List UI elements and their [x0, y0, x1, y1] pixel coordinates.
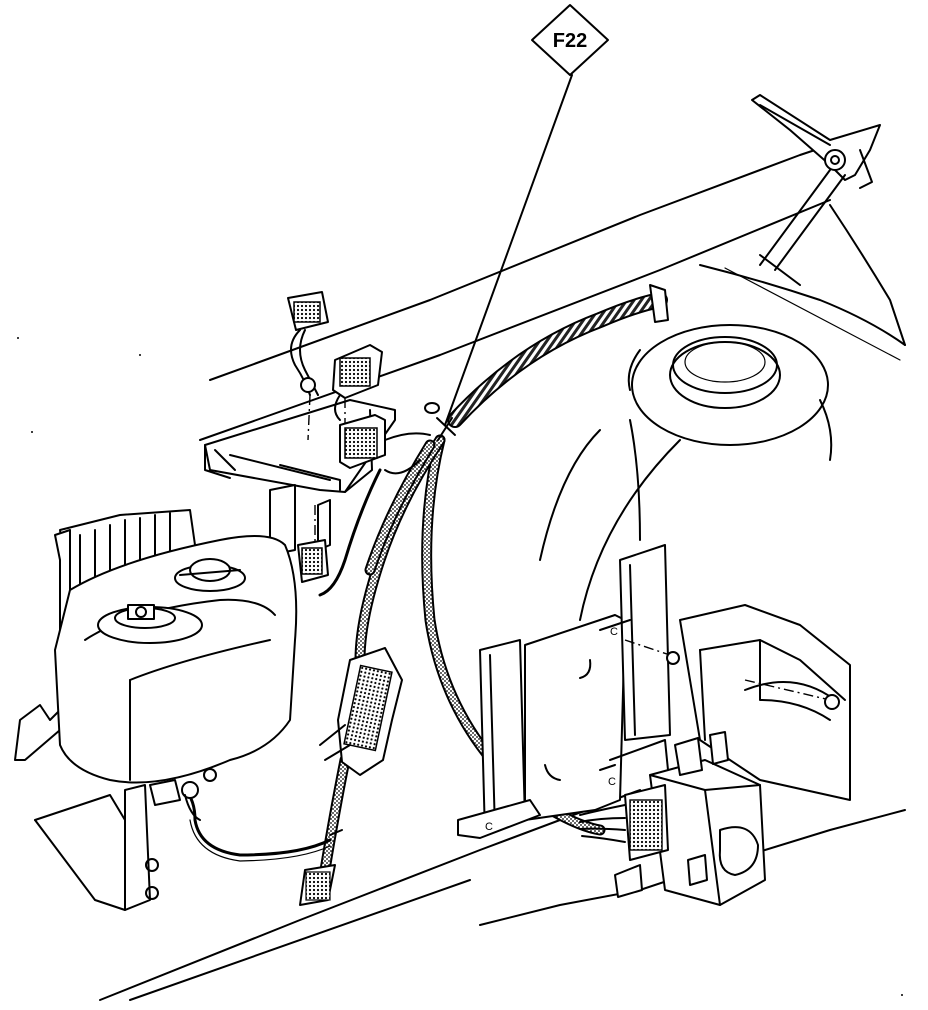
- strut-tower: [627, 324, 833, 541]
- right-mounting-bracket: C C C: [457, 544, 680, 839]
- inline-connector: [319, 647, 403, 836]
- control-module: [579, 731, 766, 906]
- bracket-connectors: [287, 291, 440, 583]
- callout-target-mark: [436, 417, 456, 441]
- noise-dots: [17, 337, 903, 996]
- washer-reservoir: [14, 509, 298, 911]
- main-harness-conduit: [447, 284, 669, 428]
- bracket-mark-c-right-lower: C: [608, 776, 616, 788]
- callout-leader-line: [444, 74, 573, 426]
- bracket-mark-c-right-upper: C: [610, 626, 618, 638]
- fender-panel: [199, 144, 906, 441]
- callout-f22: F22: [436, 4, 609, 441]
- lower-harness: [299, 864, 336, 906]
- hood-hinge: [751, 94, 881, 271]
- bracket-mark-c-lower: C: [485, 821, 493, 833]
- callout-label: F22: [553, 30, 587, 52]
- callout-diamond: [531, 4, 609, 76]
- harness-branches: [183, 434, 606, 901]
